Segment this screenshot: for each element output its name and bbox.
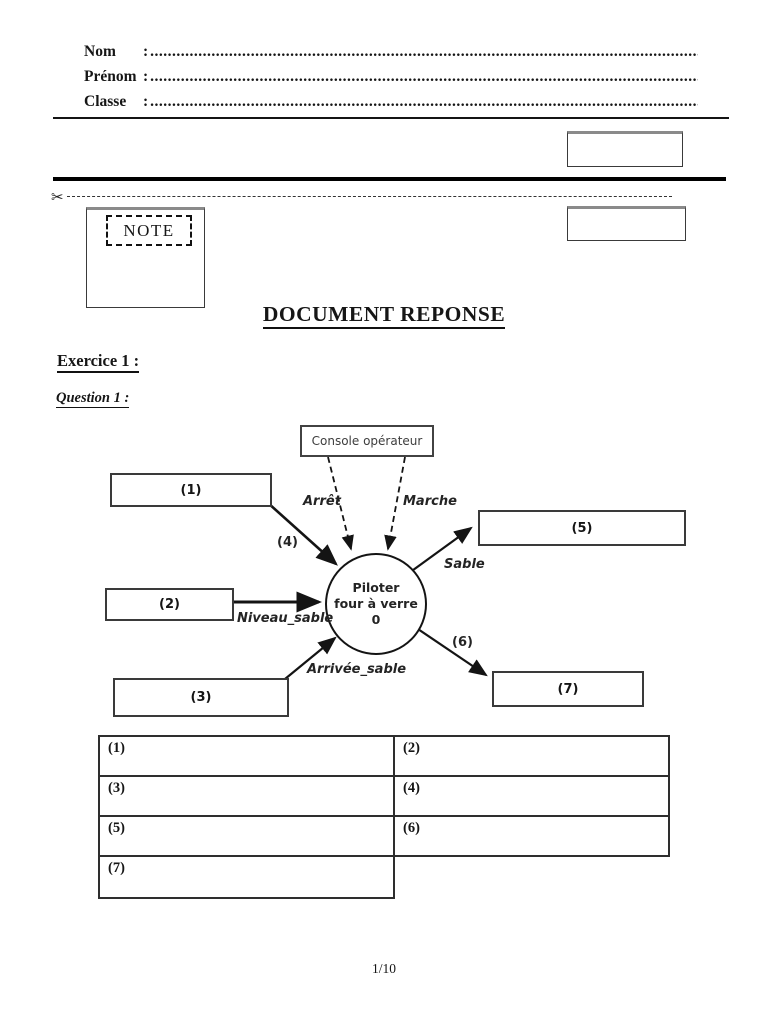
- exercise-heading: Exercice 1 :: [57, 351, 140, 373]
- arrow-6: [411, 624, 488, 677]
- table-row: (5) (6): [98, 815, 670, 857]
- answer-cell-empty: [394, 856, 669, 898]
- label-marche: Marche: [403, 494, 457, 509]
- nom-label: Nom: [84, 43, 116, 60]
- answer-table: (1) (2) (3) (4) (5) (6) (7): [98, 735, 670, 899]
- label-4: (4): [277, 535, 298, 550]
- mark-box-note: [567, 206, 686, 241]
- classe-label: Classe: [84, 93, 127, 110]
- table-row: (1) (2): [98, 735, 670, 777]
- field-prenom: Prénom:.................................…: [84, 68, 698, 87]
- page-title: DOCUMENT REPONSE: [0, 302, 768, 329]
- classe-dotted-line: ........................................…: [150, 93, 698, 110]
- diagram-box-5: (5): [478, 510, 686, 546]
- page-number: 1/10: [371, 961, 396, 976]
- answer-cell-6: (6): [393, 815, 670, 857]
- label-6: (6): [452, 635, 473, 650]
- process-circle: Piloter four à verre 0: [325, 553, 427, 655]
- question-heading: Question 1 :: [56, 390, 130, 408]
- answer-cell-1: (1): [98, 735, 395, 777]
- answer-cell-2: (2): [393, 735, 670, 777]
- answer-cell-7: (7): [98, 855, 395, 899]
- field-nom: Nom:....................................…: [84, 43, 698, 62]
- scissors-icon: ✂: [51, 188, 64, 206]
- console-operateur-box: Console opérateur: [300, 425, 434, 457]
- note-outer-box: NOTE: [86, 207, 205, 308]
- field-classe: Classe:.................................…: [84, 93, 698, 112]
- prenom-dotted-line: ........................................…: [150, 68, 698, 85]
- diagram-box-2: (2): [105, 588, 234, 621]
- separator-line-thick: [53, 177, 726, 181]
- note-label: NOTE: [123, 220, 175, 240]
- answer-cell-4: (4): [393, 775, 670, 817]
- arrow-arrivee-sable: [284, 636, 337, 680]
- diagram-box-7: (7): [492, 671, 644, 707]
- arrow-4: [267, 502, 338, 566]
- note-dashed-box: NOTE: [106, 215, 192, 246]
- prenom-label: Prénom: [84, 68, 137, 85]
- label-arret: Arrêt: [303, 494, 341, 509]
- flow-arrows-layer: [230, 456, 488, 680]
- diagram-box-1: (1): [110, 473, 272, 507]
- mark-box-top: [567, 131, 683, 167]
- label-niveau-sable: Niveau_sable: [237, 611, 334, 626]
- diagram-box-3: (3): [113, 678, 289, 717]
- table-row: (3) (4): [98, 775, 670, 817]
- answer-cell-3: (3): [98, 775, 395, 817]
- nom-dotted-line: ........................................…: [150, 43, 698, 60]
- arrow-sable: [408, 526, 473, 574]
- arrow-arret: [327, 456, 354, 551]
- label-arrivee-sable: Arrivée_sable: [307, 662, 407, 677]
- label-sable: Sable: [444, 557, 485, 572]
- cut-dashed-line: [67, 196, 672, 197]
- table-row: (7): [98, 855, 669, 899]
- answer-cell-5: (5): [98, 815, 395, 857]
- arrow-marche: [384, 456, 406, 551]
- separator-line-thin: [53, 117, 729, 119]
- dataflow-diagram: Console opérateur (1) (2) (3) (5) (7) Pi…: [0, 415, 768, 727]
